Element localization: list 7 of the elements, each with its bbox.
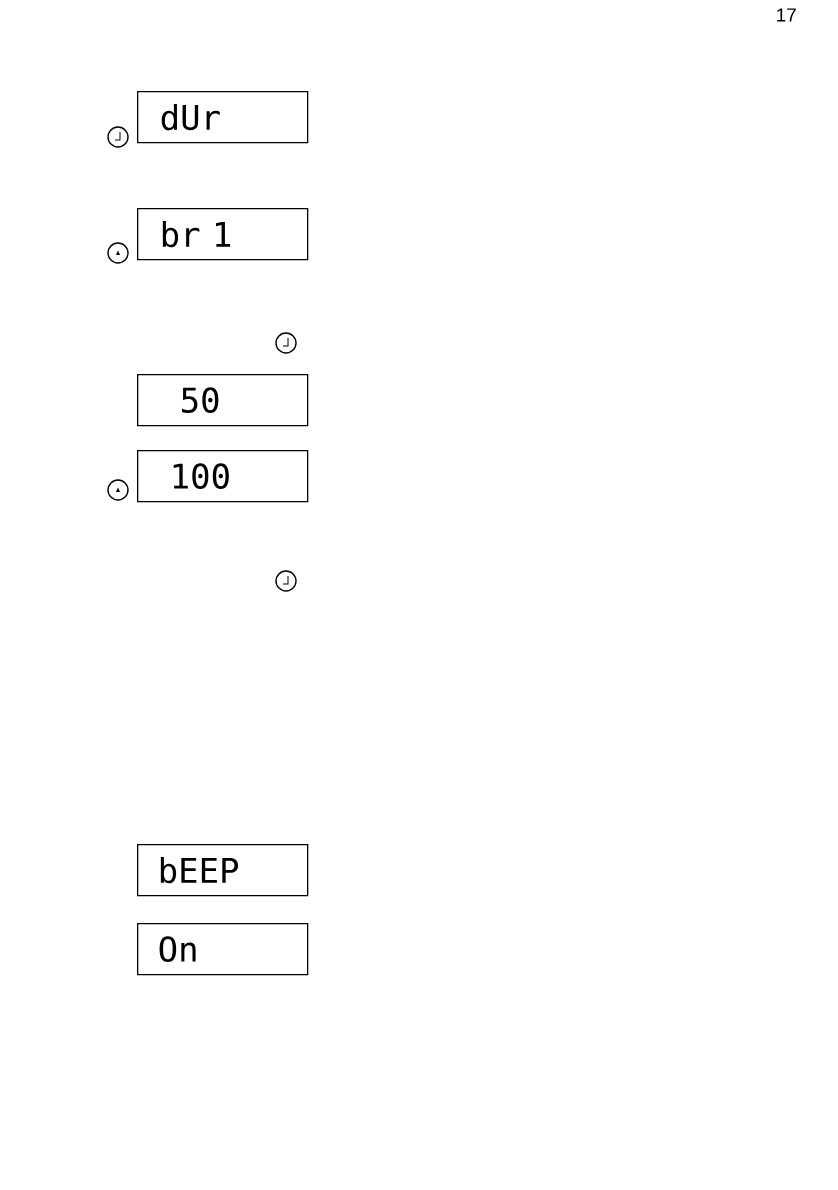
page-number: 17 xyxy=(777,8,796,22)
lcd-display: 50 xyxy=(137,374,309,427)
lcd-display: 100 xyxy=(137,450,309,503)
lcd-display: On xyxy=(137,923,309,976)
lcd-display: dUr xyxy=(137,90,309,144)
lcd-display: br 1 xyxy=(137,208,309,261)
lcd-display: bEEP xyxy=(137,844,309,897)
